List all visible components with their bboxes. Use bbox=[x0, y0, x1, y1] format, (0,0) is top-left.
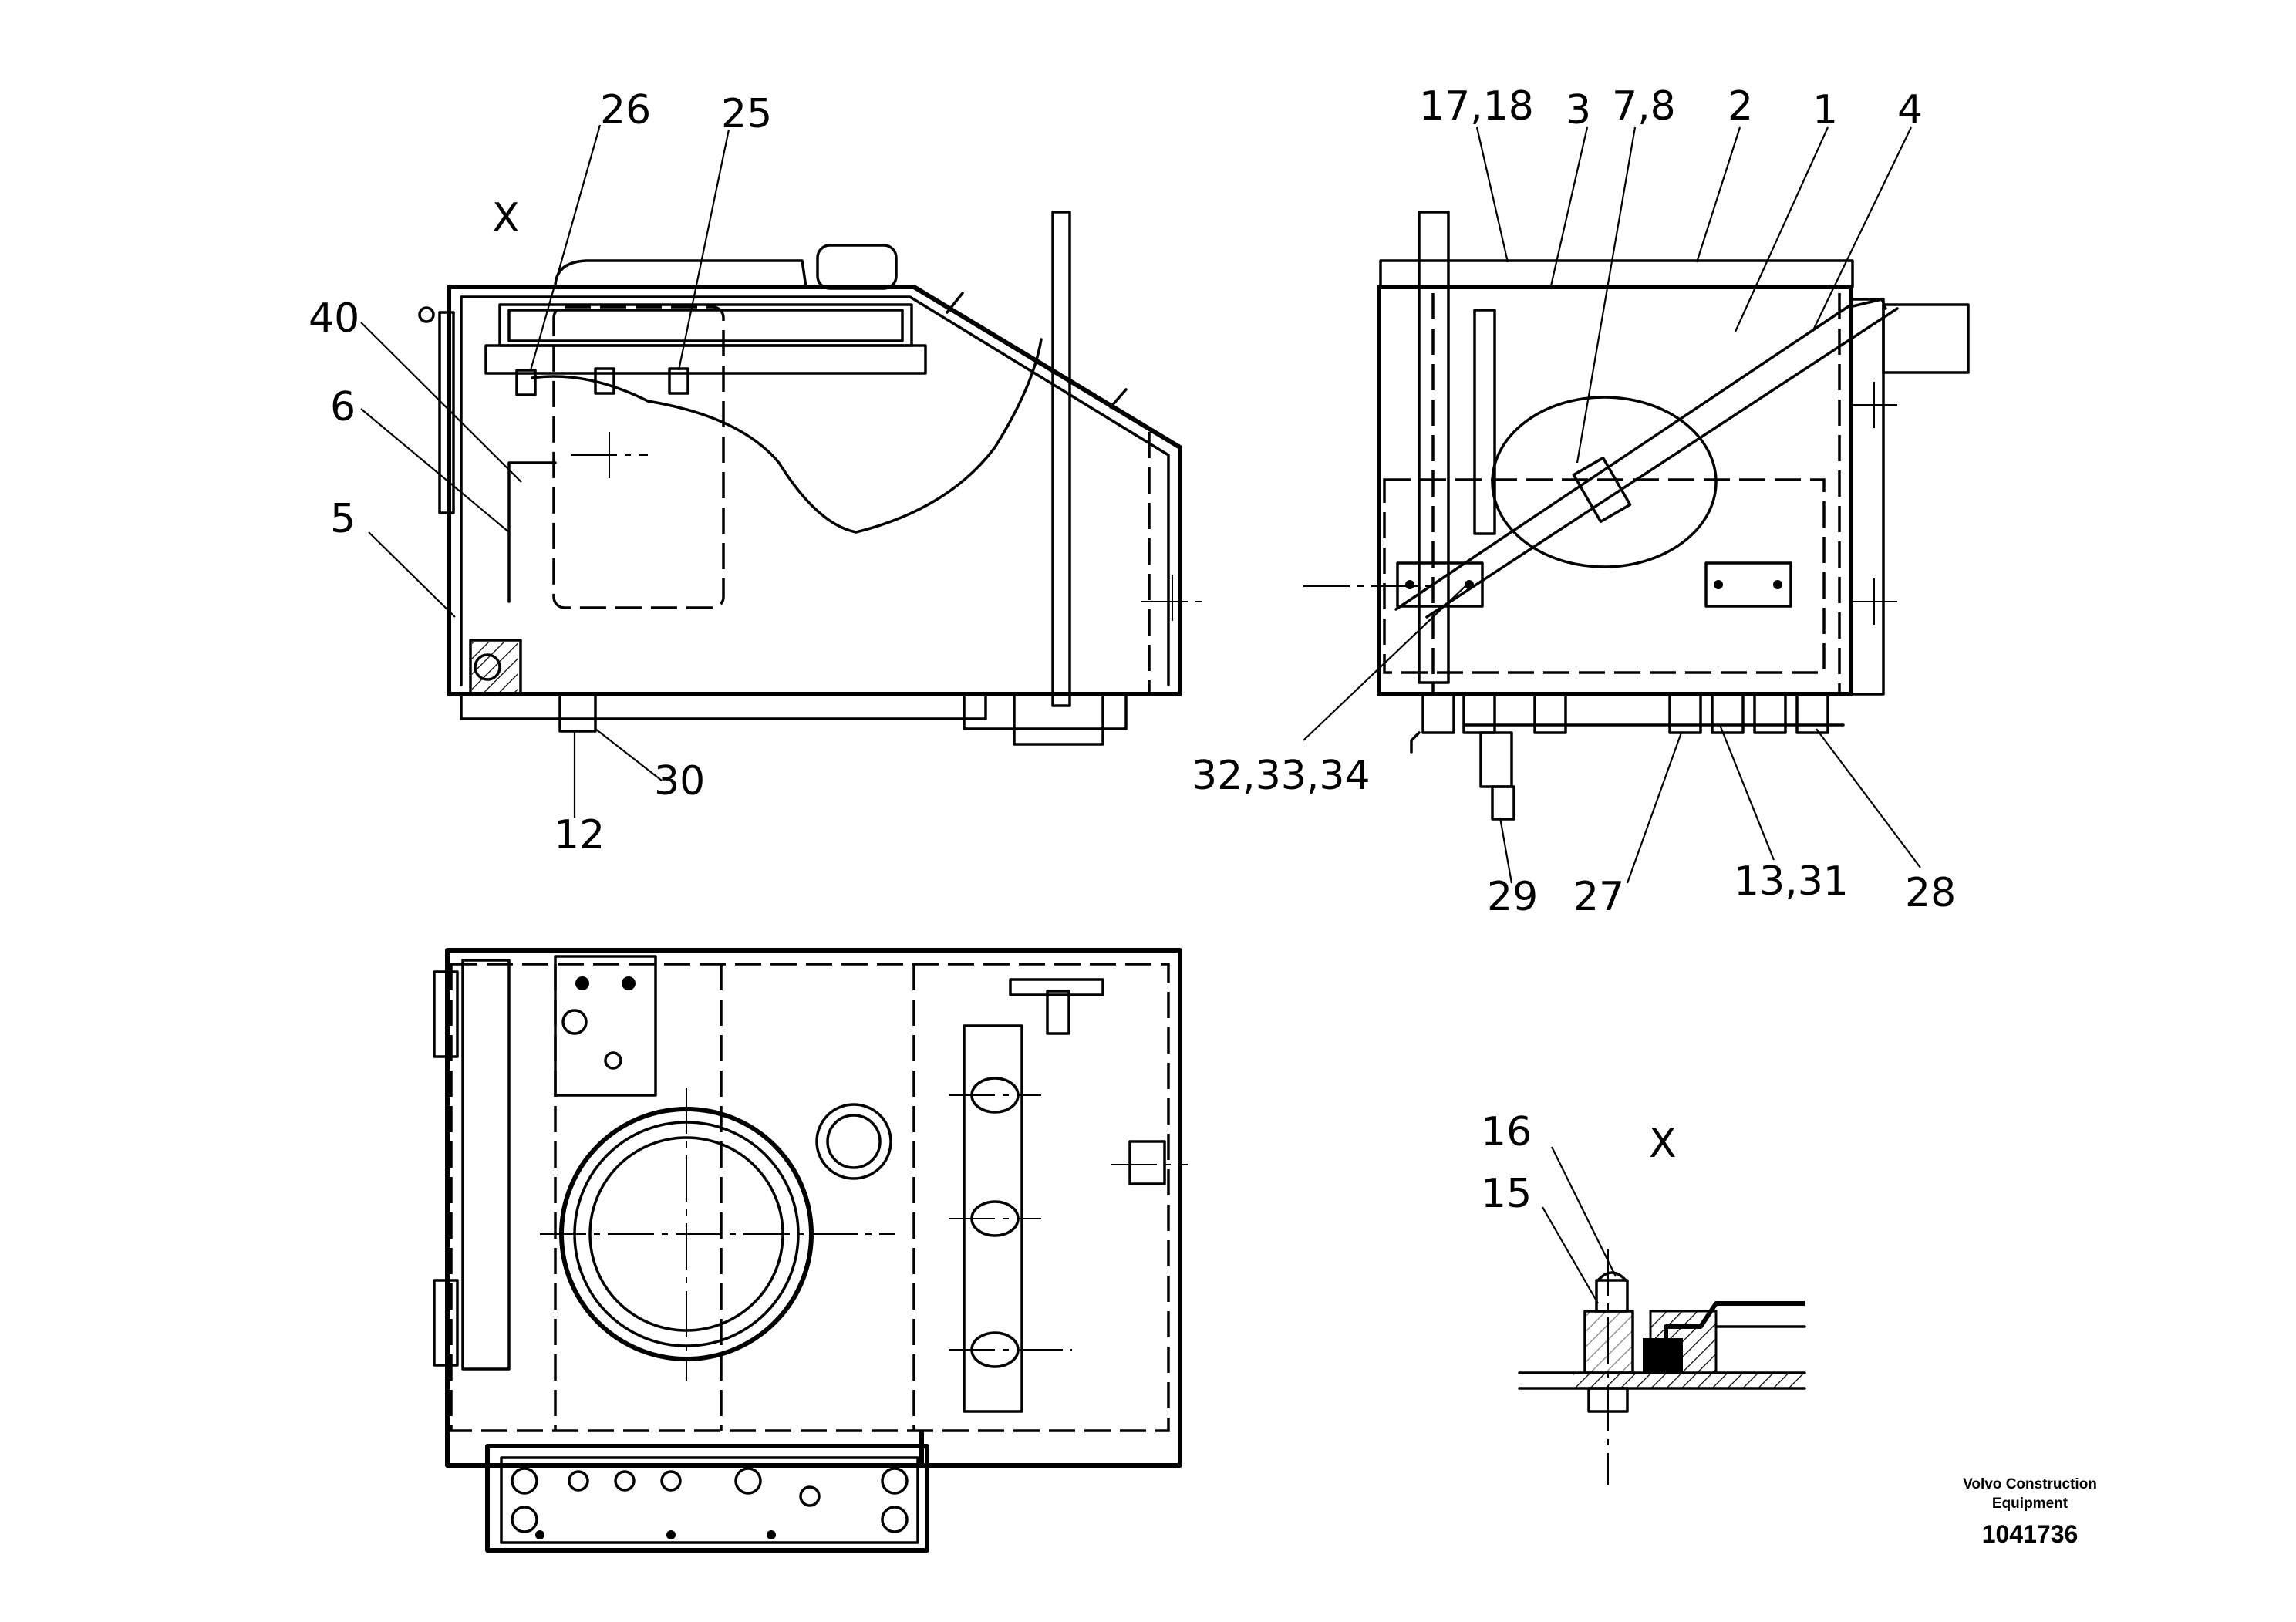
callout-15: 15 bbox=[1481, 1171, 1532, 1217]
mount-crosses bbox=[949, 1077, 1072, 1368]
callout-5: 5 bbox=[330, 496, 356, 542]
side-view bbox=[360, 124, 1203, 818]
company-line-1: Volvo Construction bbox=[1963, 1476, 2097, 1492]
callout-40: 40 bbox=[308, 295, 359, 342]
callout-12: 12 bbox=[554, 812, 605, 858]
view-marker-x: X bbox=[492, 195, 520, 241]
callout-2: 2 bbox=[1728, 83, 1753, 130]
callout-26: 26 bbox=[600, 87, 651, 133]
company-line-2: Equipment bbox=[1992, 1496, 2068, 1512]
callout-32-33-34: 32,33,34 bbox=[1192, 753, 1371, 799]
callout-17-18: 17,18 bbox=[1419, 83, 1534, 130]
end-view bbox=[1303, 126, 1970, 884]
callout-13-31: 13,31 bbox=[1734, 858, 1849, 905]
drawing-number: 1041736 bbox=[1982, 1520, 2079, 1548]
callout-29: 29 bbox=[1487, 874, 1538, 920]
callout-25: 25 bbox=[721, 91, 772, 137]
callout-30: 30 bbox=[654, 758, 705, 804]
callout-28: 28 bbox=[1905, 870, 1956, 916]
callout-27: 27 bbox=[1573, 874, 1624, 920]
callout-3: 3 bbox=[1566, 87, 1591, 133]
callout-6: 6 bbox=[330, 384, 356, 430]
callout-labels: 26 25 X 40 6 5 30 12 17,18 3 7,8 2 1 4 3… bbox=[308, 83, 1956, 1217]
top-view bbox=[433, 948, 1188, 1553]
callout-7-8: 7,8 bbox=[1612, 83, 1676, 130]
detail-x-view bbox=[1518, 1146, 1806, 1485]
hole-pattern bbox=[511, 1467, 909, 1539]
callout-16: 16 bbox=[1481, 1109, 1532, 1155]
title-block: Volvo Construction Equipment 1041736 bbox=[1963, 1476, 2097, 1548]
callout-4: 4 bbox=[1897, 87, 1923, 133]
detail-title-x: X bbox=[1649, 1121, 1677, 1167]
callout-1: 1 bbox=[1812, 87, 1838, 133]
